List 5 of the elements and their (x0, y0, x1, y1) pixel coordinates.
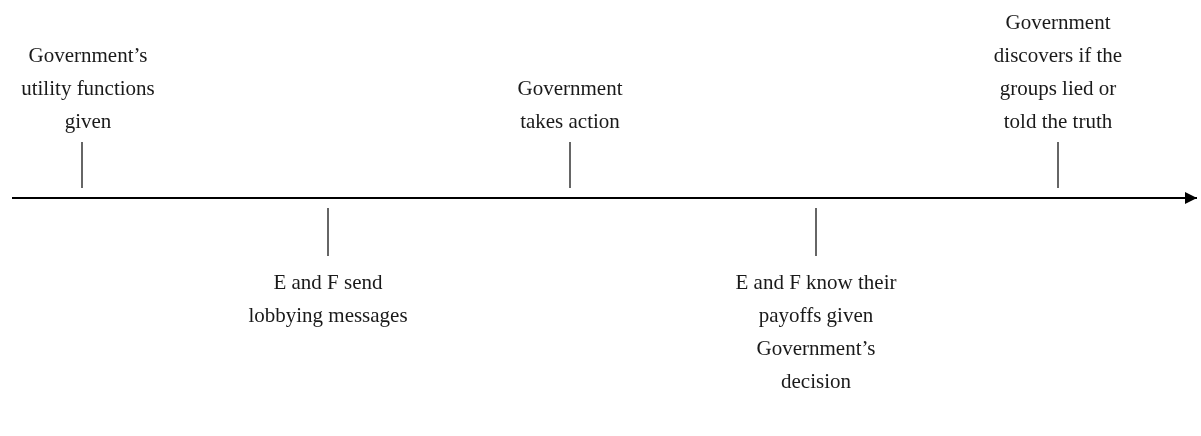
event-label: E and F send lobbying messages (247, 269, 409, 329)
event-label: E and F know their payoffs given Government’s decision (734, 269, 898, 395)
event-label: Government’s utility functions given (20, 42, 156, 135)
event-label: Government takes action (516, 75, 624, 135)
event-label: Government discovers if the groups lied or told the truth (992, 9, 1124, 135)
